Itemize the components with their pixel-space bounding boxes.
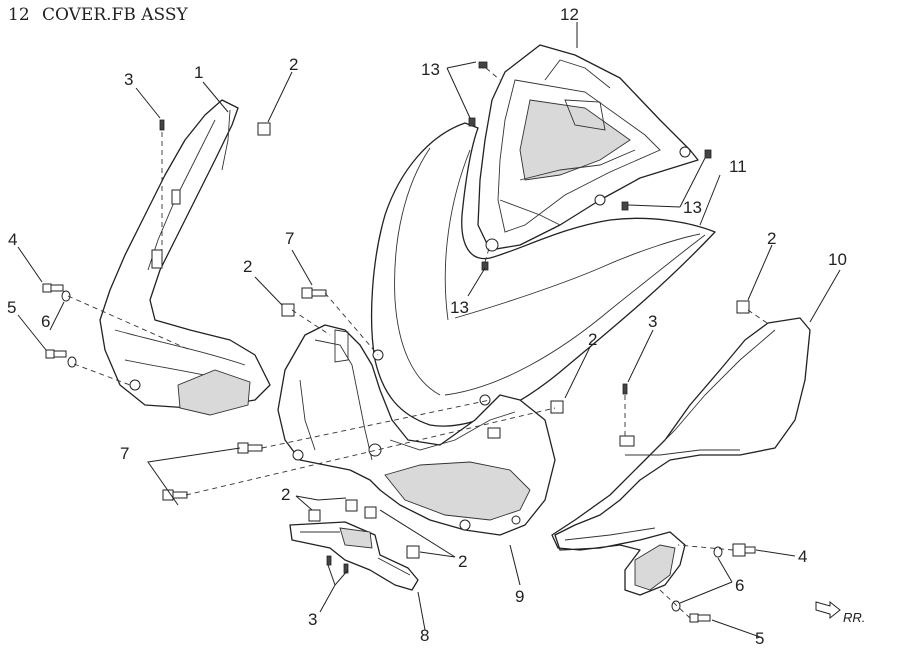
callout-13a: 13: [421, 60, 440, 79]
callout-13c: 13: [450, 298, 469, 317]
callout-5b: 5: [755, 629, 764, 648]
callout-8: 8: [420, 626, 429, 645]
screws-13: [468, 61, 712, 271]
callout-2a: 2: [289, 55, 298, 74]
direction-indicator: RR.: [815, 600, 865, 625]
direction-note: RR.: [843, 610, 865, 625]
callout-12: 12: [560, 5, 579, 24]
callout-4a: 4: [8, 230, 17, 249]
left-side-cover-1: [99, 99, 271, 416]
callout-labels: 1 2 3 4 5 6 7 2 7 2 3 8 2 9 2 13 12 13 1…: [7, 5, 847, 648]
callout-7b: 7: [120, 444, 129, 463]
clips-2: [257, 122, 750, 559]
lower-front-cover-9: [277, 324, 556, 536]
bracket-8: [289, 521, 419, 591]
callout-10: 10: [828, 250, 847, 269]
callout-1: 1: [194, 63, 203, 82]
screws-3: [159, 119, 628, 574]
callout-5a: 5: [7, 298, 16, 317]
callout-13b: 13: [683, 198, 702, 217]
callout-7a: 7: [285, 229, 294, 248]
callout-2f: 2: [767, 229, 776, 248]
leader-lines: [17, 22, 841, 638]
callout-3a: 3: [124, 70, 133, 89]
callout-6b: 6: [735, 576, 744, 595]
callout-2e: 2: [588, 330, 597, 349]
bolts-7: [162, 287, 327, 501]
callout-4b: 4: [798, 547, 807, 566]
callout-3b: 3: [308, 610, 317, 629]
inner-box-12: [477, 44, 699, 252]
callout-3c: 3: [648, 312, 657, 331]
callout-2c: 2: [281, 485, 290, 504]
callout-6a: 6: [41, 312, 50, 331]
page-number: 12: [8, 5, 30, 25]
callout-9: 9: [515, 587, 524, 606]
right-side-cover-10: [551, 317, 811, 596]
callout-11: 11: [729, 157, 747, 176]
diagram-title: COVER.FB ASSY: [42, 5, 188, 25]
assembly-lines: [67, 67, 771, 619]
callout-2b: 2: [243, 257, 252, 276]
callout-2d: 2: [458, 552, 467, 571]
front-cover-11: [370, 122, 716, 427]
bolts-and-washers: [42, 283, 756, 623]
arrow-right-icon: [815, 600, 841, 620]
